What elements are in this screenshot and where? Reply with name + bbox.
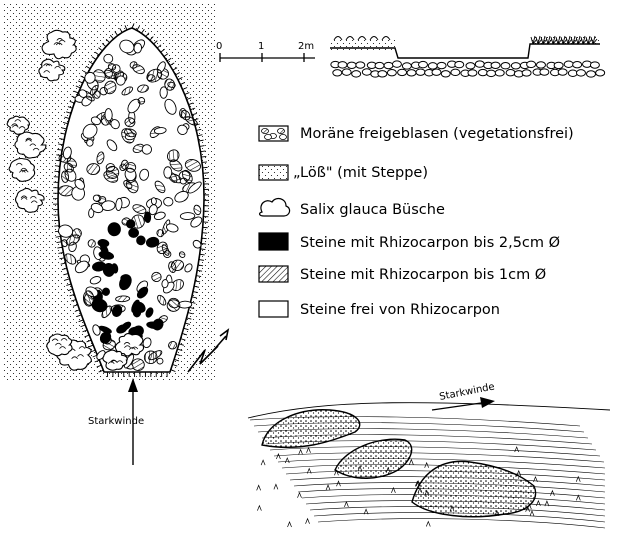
legend-label-loess: „Löß" (mit Steppe) xyxy=(293,165,428,181)
section-stones xyxy=(331,61,605,77)
section-left-bank xyxy=(330,38,395,50)
blowout-3 xyxy=(412,461,536,516)
legend-item-loess: „Löß" (mit Steppe) xyxy=(259,165,428,181)
legend-label-moraine: Moräne freigeblasen (vegetationsfrei) xyxy=(300,126,574,142)
legend-item-black-stones: Steine mit Rhizocarpon bis 2,5cm Ø xyxy=(259,233,560,251)
wind-arrow-head xyxy=(128,378,138,392)
legend-label-free-stones: Steine frei von Rhizocarpon xyxy=(300,302,500,318)
wind-arrow-sketch-head xyxy=(480,397,495,408)
blowout-2 xyxy=(335,439,412,478)
wind-label-plan: Starkwinde xyxy=(88,416,144,427)
plan-view: Starkwinde xyxy=(2,2,228,465)
scale-bar: 0 1 2m xyxy=(216,41,315,62)
scale-tick-1: 1 xyxy=(258,41,264,52)
legend: Moräne freigeblasen (vegetationsfrei) „L… xyxy=(259,126,574,318)
legend-item-moraine: Moräne freigeblasen (vegetationsfrei) xyxy=(259,126,574,142)
scale-tick-0: 0 xyxy=(216,41,222,52)
legend-item-hatched-stones: Steine mit Rhizocarpon bis 1cm Ø xyxy=(259,266,546,283)
cross-section xyxy=(330,36,605,77)
legend-label-hatched-stones: Steine mit Rhizocarpon bis 1cm Ø xyxy=(300,267,546,283)
legend-item-free-stones: Steine frei von Rhizocarpon xyxy=(259,301,500,318)
legend-item-salix: Salix glauca Büsche xyxy=(260,199,445,218)
legend-label-black-stones: Steine mit Rhizocarpon bis 2,5cm Ø xyxy=(300,235,560,251)
legend-label-salix: Salix glauca Büsche xyxy=(300,202,445,218)
perspective-sketch: Starkwinde xyxy=(248,381,610,528)
scale-tick-2m: 2m xyxy=(298,41,314,52)
blowout-1 xyxy=(262,410,360,448)
